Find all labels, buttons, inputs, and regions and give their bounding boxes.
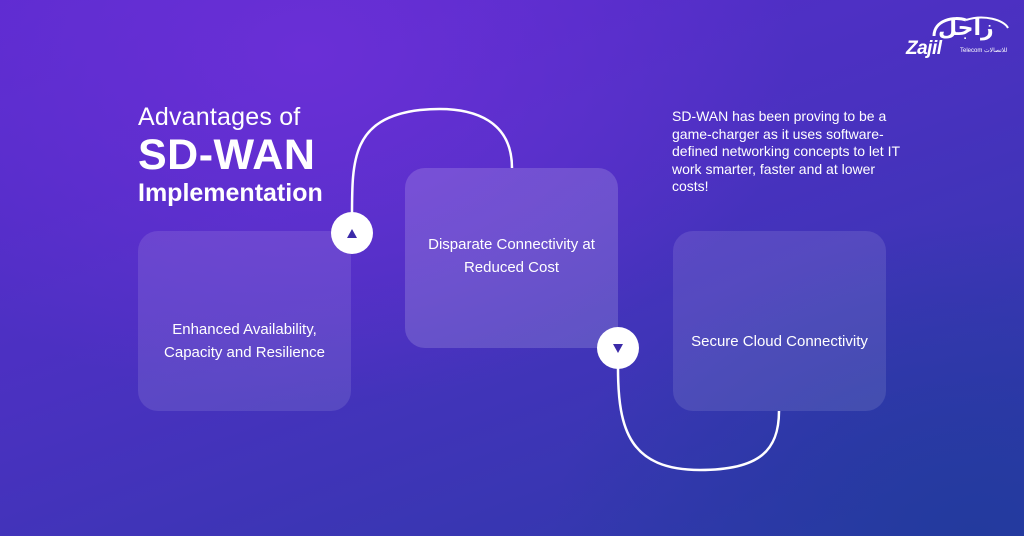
logo-arabic-text: زاجل <box>938 16 994 41</box>
card-availability: Enhanced Availability, Capacity and Resi… <box>138 231 351 411</box>
card-connectivity-cost: Disparate Connectivity at Reduced Cost <box>405 168 618 348</box>
connector-arc-top <box>350 107 514 217</box>
heading-line-2: SD-WAN <box>138 131 316 179</box>
card-connectivity-cost-label: Disparate Connectivity at Reduced Cost <box>428 235 595 276</box>
heading-block: Advantages of SD-WAN Implementation <box>138 102 323 208</box>
intro-paragraph: SD-WAN has been proving to be a game-cha… <box>672 108 900 194</box>
triangle-down-icon <box>613 343 623 353</box>
logo-swoosh-icon <box>932 16 1009 37</box>
heading-line-3: Implementation <box>138 179 323 207</box>
arrow-down-node <box>597 327 639 369</box>
card-secure-cloud-label: Secure Cloud Connectivity <box>691 332 868 350</box>
logo-latin-text: Zajil <box>906 38 942 59</box>
logo-subtitle: Telecom للاتصالات <box>960 48 1008 54</box>
card-secure-cloud: Secure Cloud Connectivity <box>673 231 886 411</box>
zajil-logo: زاجل Zajil Telecom للاتصالات <box>904 14 1014 62</box>
arrow-up-node <box>331 212 373 254</box>
connector-arc-bottom <box>616 367 781 472</box>
heading-line-1: Advantages of <box>138 103 301 131</box>
triangle-up-icon <box>347 228 357 238</box>
card-availability-label: Enhanced Availability, Capacity and Resi… <box>164 321 325 361</box>
